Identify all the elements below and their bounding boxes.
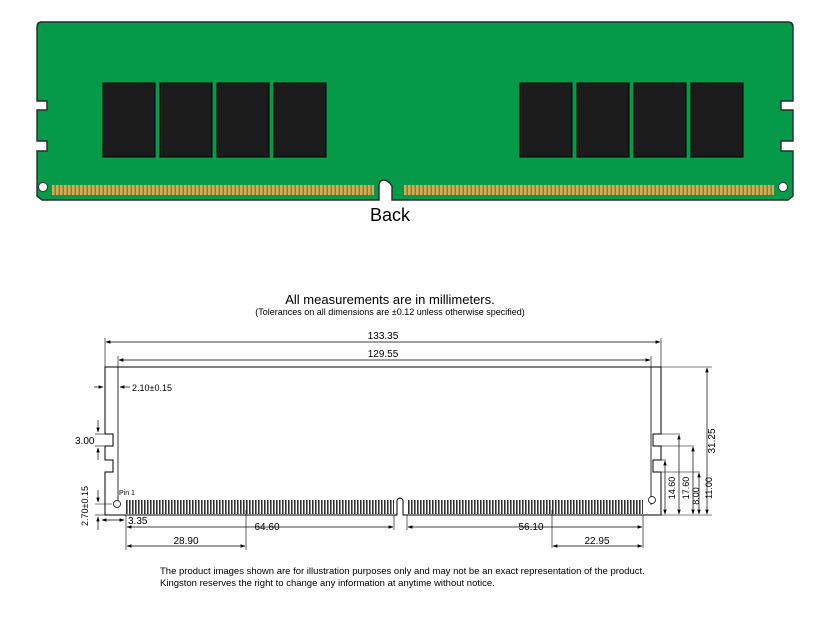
disclaimer-line-2: Kingston reserves the right to change an… xyxy=(160,578,495,589)
dram-chip xyxy=(216,82,270,158)
side-label: Back xyxy=(369,205,411,225)
dim-notch-height: 3.00 xyxy=(75,436,95,447)
dram-chip xyxy=(576,82,630,158)
dim-right-contacts: 56.10 xyxy=(518,522,543,533)
mounting-hole-right xyxy=(778,182,788,192)
dim-left-offset: 28.90 xyxy=(173,536,198,547)
module-outline xyxy=(104,366,662,516)
dim-notch-edge: 2.10±0.15 xyxy=(132,383,172,393)
dim-hole-height: 2.70±0.15 xyxy=(80,486,90,526)
dram-chips-left xyxy=(102,82,327,158)
pin1-hole xyxy=(113,500,121,508)
dram-chip xyxy=(690,82,744,158)
dim-height-14: 14.60 xyxy=(667,477,677,500)
disclaimer-line-1: The product images shown are for illustr… xyxy=(160,566,645,577)
dim-height-31: 31.25 xyxy=(707,428,718,453)
dim-left-contacts: 64.60 xyxy=(254,522,279,533)
dram-chip xyxy=(519,82,573,158)
dim-height-11: 11.00 xyxy=(704,477,714,499)
dim-overall-width: 133.35 xyxy=(368,331,399,342)
dram-chip xyxy=(633,82,687,158)
pin-end-hole xyxy=(648,496,656,504)
memory-module-photo xyxy=(36,21,794,201)
dim-height-17: 17.60 xyxy=(681,477,691,500)
mechanical-drawing: Pin 1 xyxy=(75,331,718,550)
drawing-subtitle: (Tolerances on all dimensions are ±0.12 … xyxy=(255,307,525,317)
disclaimer: The product images shown are for illustr… xyxy=(160,566,645,590)
pin1-label: Pin 1 xyxy=(119,490,135,497)
mounting-hole-left xyxy=(38,182,48,192)
dram-chip xyxy=(273,82,327,158)
dim-right-offset: 22.95 xyxy=(584,536,609,547)
dram-chips-right xyxy=(519,82,744,158)
dram-chip xyxy=(159,82,213,158)
dim-inner-width: 129.55 xyxy=(368,349,399,360)
drawing-title: All measurements are in millimeters. xyxy=(285,292,495,307)
dim-height-8: 8.00 xyxy=(691,487,701,505)
contact-pins-left xyxy=(126,500,394,514)
gold-contacts-right xyxy=(404,185,774,195)
contact-pins-right xyxy=(407,500,643,514)
gold-contacts-left xyxy=(52,185,374,195)
dim-first-contact: 3.35 xyxy=(128,516,148,527)
dram-chip xyxy=(102,82,156,158)
